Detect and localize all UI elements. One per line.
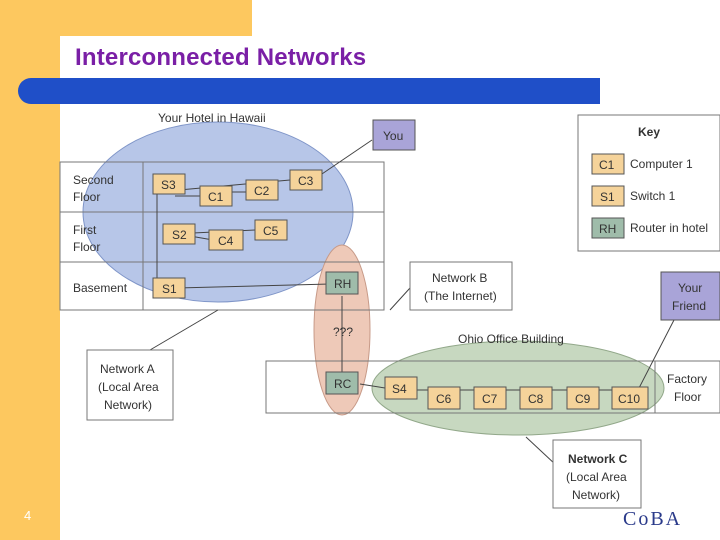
friend-line-2: Friend — [672, 299, 706, 313]
ohio-label: Ohio Office Building — [458, 332, 564, 346]
slide-number: 4 — [24, 508, 32, 523]
switch-s3: S3 — [152, 173, 186, 195]
you-box: You — [372, 119, 416, 151]
computer-c6: C6 — [427, 386, 461, 410]
friend-line-1: Your — [678, 281, 702, 295]
key-swatch-switch — [591, 185, 625, 207]
factory-label-1: Factory — [667, 372, 707, 386]
computer-c2: C2 — [245, 179, 279, 201]
key-code-switch: S1 — [600, 190, 615, 204]
key-text-computer: Computer 1 — [630, 157, 693, 171]
key-text-switch: Switch 1 — [630, 189, 676, 203]
network-b-line-2: (The Internet) — [424, 289, 497, 303]
computer-c10: C10 — [611, 386, 649, 410]
key-box: Key C1 Computer 1 S1 Switch 1 RH Router … — [577, 114, 720, 252]
title-panel — [60, 36, 600, 80]
ohio-building — [265, 360, 720, 414]
switch-s4: S4 — [384, 376, 418, 400]
key-swatch-computer — [591, 153, 625, 175]
computer-c9: C9 — [566, 386, 600, 410]
network-a-line-3: Network) — [104, 398, 152, 412]
router-rc: RC — [325, 371, 359, 395]
router-rh: RH — [325, 271, 359, 295]
network-a-callout: Network A (Local Area Network) — [86, 349, 174, 421]
node-label: C3 — [298, 174, 314, 188]
floor-label-basement: Basement — [73, 281, 128, 295]
node-label: RH — [334, 277, 351, 291]
slide-title: Interconnected Networks — [75, 44, 367, 71]
node-label: RC — [334, 377, 352, 391]
network-b-callout: Network B (The Internet) — [409, 261, 513, 311]
unknown-label: ??? — [333, 325, 353, 339]
computer-c4: C4 — [208, 229, 244, 251]
coba-logo: CoBA — [623, 508, 683, 530]
computer-c3: C3 — [289, 169, 323, 191]
switch-s1: S1 — [152, 277, 186, 299]
computer-c1: C1 — [199, 185, 233, 207]
network-c-callout: Network C (Local Area Network) — [552, 439, 642, 509]
network-c-line-2: (Local Area — [566, 470, 627, 484]
hotel-building — [59, 161, 385, 311]
node-label: C4 — [218, 234, 234, 248]
computer-c7: C7 — [473, 386, 507, 410]
key-title: Key — [638, 125, 660, 139]
title-underline-bar — [18, 78, 600, 104]
network-a-line-2: (Local Area — [98, 380, 159, 394]
ohio-network-ellipse — [371, 340, 665, 436]
hotel-label: Your Hotel in Hawaii — [158, 111, 266, 125]
node-label: S2 — [172, 228, 187, 242]
you-label: You — [383, 129, 403, 143]
node-label: S3 — [161, 178, 176, 192]
node-label: C6 — [436, 392, 452, 406]
network-b-line-1: Network B — [432, 271, 487, 285]
key-swatch-router — [591, 217, 625, 239]
node-label: C8 — [528, 392, 544, 406]
node-label: C2 — [254, 184, 270, 198]
network-a-line-1: Network A — [100, 362, 155, 376]
key-code-router: RH — [599, 222, 616, 236]
node-label: C9 — [575, 392, 591, 406]
network-c-line-3: Network) — [572, 488, 620, 502]
node-label: C1 — [208, 190, 224, 204]
computer-c8: C8 — [519, 386, 553, 410]
node-label: C5 — [263, 224, 279, 238]
node-label: C7 — [482, 392, 498, 406]
key-text-router: Router in hotel — [630, 221, 708, 235]
switch-s2: S2 — [162, 223, 196, 245]
node-label: S1 — [162, 282, 177, 296]
factory-label-2: Floor — [674, 390, 701, 404]
node-label: C10 — [618, 392, 640, 406]
computer-c5: C5 — [254, 219, 288, 241]
key-code-computer: C1 — [599, 158, 615, 172]
friend-box: Your Friend — [660, 271, 720, 321]
node-label: S4 — [392, 382, 407, 396]
network-c-line-1: Network C — [568, 452, 628, 466]
top-accent-band — [60, 0, 252, 36]
